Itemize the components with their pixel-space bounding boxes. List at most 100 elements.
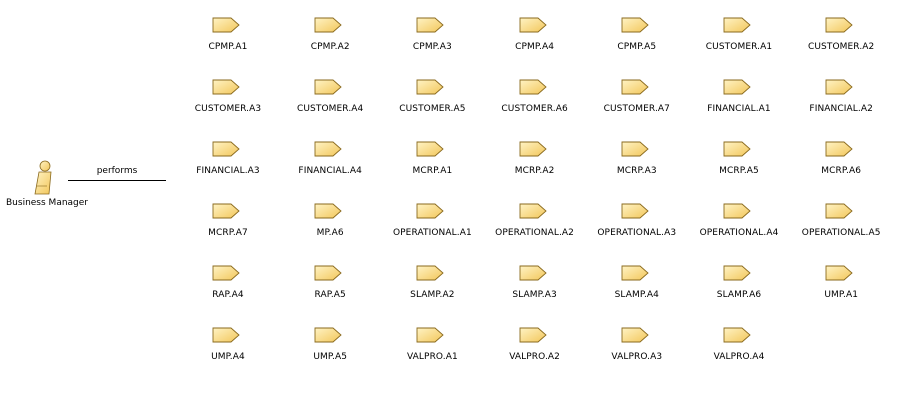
activity-tag-icon <box>621 141 649 157</box>
activity-node[interactable]: MCRP.A5 <box>687 138 791 178</box>
activity-tag-icon <box>825 79 853 95</box>
activity-tag-icon <box>314 203 342 219</box>
activity-node[interactable]: OPERATIONAL.A3 <box>585 200 689 240</box>
activity-label: CUSTOMER.A4 <box>296 104 364 114</box>
activity-node[interactable]: CUSTOMER.A6 <box>483 76 587 116</box>
activity-tag-icon <box>723 141 751 157</box>
activity-node[interactable]: OPERATIONAL.A5 <box>789 200 893 240</box>
activity-node[interactable]: CUSTOMER.A4 <box>278 76 382 116</box>
activity-node[interactable]: SLAMP.A3 <box>483 262 587 302</box>
activity-tag-icon <box>416 17 445 33</box>
activity-tag-icon <box>212 265 240 281</box>
activity-node[interactable]: MCRP.A7 <box>176 200 280 240</box>
activity-node[interactable]: VALPRO.A2 <box>483 324 587 364</box>
activity-node[interactable]: CUSTOMER.A3 <box>176 76 280 116</box>
activity-node[interactable]: FINANCIAL.A3 <box>176 138 280 178</box>
activity-label: VALPRO.A3 <box>611 352 663 362</box>
actor-name: Business Manager <box>6 198 88 208</box>
activity-label: CUSTOMER.A3 <box>194 104 262 114</box>
activity-label: CPMP.A2 <box>310 42 350 52</box>
activity-tag-icon <box>212 203 240 219</box>
activity-node[interactable]: CPMP.A5 <box>585 14 689 54</box>
activity-tag-icon <box>723 265 751 281</box>
activity-node[interactable]: VALPRO.A1 <box>380 324 484 364</box>
activity-node[interactable]: CUSTOMER.A5 <box>380 76 484 116</box>
activity-tag-icon <box>314 265 342 281</box>
activity-tag-icon <box>212 17 240 33</box>
activity-node[interactable]: CUSTOMER.A2 <box>789 14 893 54</box>
activity-tag-icon <box>825 17 853 33</box>
activity-node[interactable]: FINANCIAL.A2 <box>789 76 893 116</box>
activity-node[interactable]: RAP.A4 <box>176 262 280 302</box>
activity-node[interactable]: OPERATIONAL.A4 <box>687 200 791 240</box>
activity-label: UMP.A5 <box>313 352 348 362</box>
activity-tag-icon <box>825 141 853 157</box>
activity-node[interactable]: FINANCIAL.A4 <box>278 138 382 178</box>
activity-node[interactable]: CUSTOMER.A1 <box>687 14 791 54</box>
activity-label: FINANCIAL.A4 <box>298 166 362 176</box>
activity-node[interactable]: CPMP.A2 <box>278 14 382 54</box>
activity-label: SLAMP.A6 <box>716 290 762 300</box>
activity-node[interactable]: OPERATIONAL.A1 <box>380 200 484 240</box>
activity-node[interactable]: CUSTOMER.A7 <box>585 76 689 116</box>
activity-node[interactable]: CPMP.A1 <box>176 14 280 54</box>
activity-node[interactable]: MCRP.A2 <box>483 138 587 178</box>
activity-label: VALPRO.A1 <box>406 352 458 362</box>
association-performs[interactable]: performs <box>68 164 166 184</box>
activity-label: CUSTOMER.A7 <box>603 104 670 114</box>
activity-label: VALPRO.A4 <box>713 352 765 362</box>
activity-label: CPMP.A4 <box>515 42 555 52</box>
activity-node[interactable]: CPMP.A4 <box>483 14 587 54</box>
activity-node[interactable]: MCRP.A3 <box>585 138 689 178</box>
activity-tag-icon <box>519 141 547 157</box>
activity-tag-icon <box>416 327 445 343</box>
activity-label: CUSTOMER.A5 <box>399 104 466 114</box>
activity-tag-icon <box>723 17 751 33</box>
activity-node[interactable]: VALPRO.A4 <box>687 324 791 364</box>
activity-node[interactable]: MCRP.A6 <box>789 138 893 178</box>
activity-label: OPERATIONAL.A4 <box>699 228 779 238</box>
activity-label: CPMP.A3 <box>412 42 452 52</box>
activity-tag-icon <box>416 203 445 219</box>
activity-tag-icon <box>621 17 649 33</box>
activity-node[interactable]: MP.A6 <box>278 200 382 240</box>
activity-tag-icon <box>416 79 445 95</box>
association-line <box>68 180 166 181</box>
activity-tag-icon <box>314 141 342 157</box>
activity-tag-icon <box>519 265 547 281</box>
activity-tag-icon <box>825 203 853 219</box>
activity-node[interactable]: CPMP.A3 <box>380 14 484 54</box>
activity-node[interactable]: SLAMP.A4 <box>585 262 689 302</box>
activity-tag-icon <box>825 265 853 281</box>
activity-label: UMP.A1 <box>824 290 859 300</box>
activity-node[interactable]: RAP.A5 <box>278 262 382 302</box>
activity-tag-icon <box>212 79 240 95</box>
activity-node[interactable]: VALPRO.A3 <box>585 324 689 364</box>
activity-node[interactable]: FINANCIAL.A1 <box>687 76 791 116</box>
activity-node[interactable]: UMP.A5 <box>278 324 382 364</box>
activity-label: MCRP.A2 <box>514 166 555 176</box>
activity-tag-icon <box>416 141 445 157</box>
activity-tag-icon <box>519 203 547 219</box>
activity-node[interactable]: SLAMP.A6 <box>687 262 791 302</box>
activity-tag-icon <box>519 327 547 343</box>
activity-tag-icon <box>723 327 751 343</box>
activity-label: MP.A6 <box>316 228 344 238</box>
actor-business-manager[interactable]: Business Manager <box>0 160 100 212</box>
business-worker-icon <box>34 160 52 195</box>
activity-node[interactable]: SLAMP.A2 <box>380 262 484 302</box>
activity-label: OPERATIONAL.A1 <box>392 228 472 238</box>
activity-label: FINANCIAL.A3 <box>196 166 260 176</box>
activity-node[interactable]: MCRP.A1 <box>380 138 484 178</box>
activity-tag-icon <box>212 141 240 157</box>
activity-tag-icon <box>314 327 342 343</box>
activity-node[interactable]: UMP.A4 <box>176 324 280 364</box>
activity-node[interactable]: OPERATIONAL.A2 <box>483 200 587 240</box>
activity-label: CUSTOMER.A2 <box>807 42 875 52</box>
activity-tag-icon <box>621 327 649 343</box>
activity-tag-icon <box>621 79 649 95</box>
activity-label: FINANCIAL.A1 <box>707 104 771 114</box>
activity-node[interactable]: UMP.A1 <box>789 262 893 302</box>
